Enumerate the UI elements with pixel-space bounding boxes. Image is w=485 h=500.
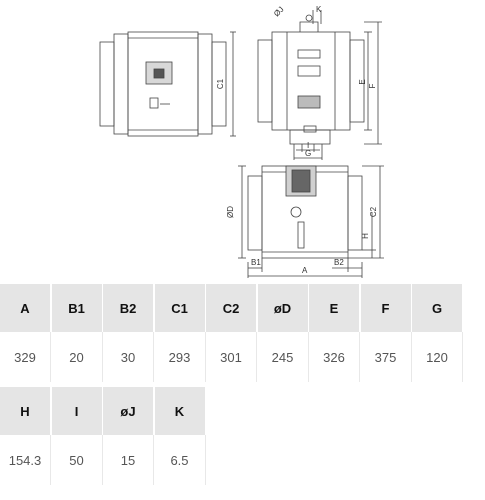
header-b2: B2 bbox=[103, 284, 153, 332]
header-k: K bbox=[154, 387, 205, 435]
header-c1: C1 bbox=[154, 284, 205, 332]
dim-label-a: A bbox=[302, 266, 308, 275]
dim-label-h: H bbox=[361, 233, 370, 239]
table-header-row-1: A B1 B2 C1 C2 øD E F G bbox=[0, 284, 464, 332]
dim-label-c1: C1 bbox=[216, 78, 225, 89]
value-d: 245 bbox=[257, 332, 309, 382]
dim-label-b1: B1 bbox=[251, 258, 261, 267]
value-g: 120 bbox=[412, 332, 463, 382]
dim-label-d: ØD bbox=[226, 206, 235, 218]
bottom-view bbox=[238, 165, 384, 278]
value-b2: 30 bbox=[103, 332, 154, 382]
dimensions-table: A B1 B2 C1 C2 øD E F G 329 20 30 293 301… bbox=[0, 284, 464, 485]
dim-label-j: ØJ bbox=[272, 5, 286, 19]
value-a: 329 bbox=[0, 332, 51, 382]
dim-label-c2: C2 bbox=[369, 206, 378, 217]
value-e: 326 bbox=[309, 332, 360, 382]
header-d: øD bbox=[257, 284, 308, 332]
dim-label-g: G bbox=[305, 149, 311, 158]
header-h: H bbox=[0, 387, 50, 435]
table-value-row-2: 154.3 50 15 6.5 bbox=[0, 435, 464, 485]
header-c2: C2 bbox=[206, 284, 256, 332]
dim-label-k: K bbox=[316, 5, 322, 14]
side-view bbox=[257, 10, 382, 160]
header-j: øJ bbox=[103, 387, 153, 435]
dim-label-e: E bbox=[358, 79, 367, 84]
dim-label-i: I bbox=[307, 141, 309, 150]
value-f: 375 bbox=[360, 332, 412, 382]
value-c2: 301 bbox=[206, 332, 257, 382]
table-value-row-1: 329 20 30 293 301 245 326 375 120 bbox=[0, 332, 464, 382]
value-j: 15 bbox=[103, 435, 154, 485]
header-e: E bbox=[309, 284, 359, 332]
dim-label-f: F bbox=[368, 83, 377, 88]
front-view bbox=[99, 31, 236, 137]
value-h: 154.3 bbox=[0, 435, 51, 485]
dim-label-b2: B2 bbox=[334, 258, 344, 267]
value-k: 6.5 bbox=[154, 435, 206, 485]
value-c1: 293 bbox=[154, 332, 206, 382]
header-g: G bbox=[412, 284, 462, 332]
header-f: F bbox=[360, 284, 411, 332]
technical-drawing: C1 E F ØJ K I G ØD C2 H B1 B2 A bbox=[99, 5, 384, 278]
header-a: A bbox=[0, 284, 50, 332]
value-i: 50 bbox=[51, 435, 103, 485]
value-b1: 20 bbox=[51, 332, 103, 382]
header-i: I bbox=[51, 387, 102, 435]
header-b1: B1 bbox=[51, 284, 102, 332]
table-header-row-2: H I øJ K bbox=[0, 387, 464, 435]
